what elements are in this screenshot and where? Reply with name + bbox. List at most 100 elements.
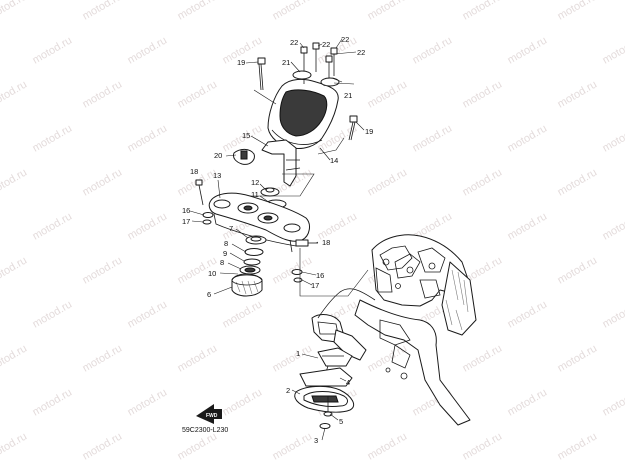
- watermark-text: motod.ru: [411, 34, 455, 66]
- callout-21: 21: [282, 58, 290, 67]
- bearing-stack: [231, 235, 267, 297]
- watermark-text: motod.ru: [0, 166, 29, 198]
- watermark-text: motod.ru: [31, 122, 75, 154]
- callout-22: 22: [322, 40, 330, 49]
- callout-7: 7: [229, 224, 233, 233]
- callout-3: 3: [314, 436, 318, 445]
- watermark-text: motod.ru: [126, 122, 170, 154]
- callout-10: 10: [208, 269, 216, 278]
- callout-9: 9: [223, 249, 227, 258]
- watermark-text: motod.ru: [461, 0, 505, 23]
- watermark-text: motod.ru: [81, 166, 125, 198]
- leader-lines: [189, 38, 365, 441]
- callout-19: 19: [365, 127, 373, 136]
- watermark-text: motod.ru: [506, 386, 550, 418]
- watermark-text: motod.ru: [126, 210, 170, 242]
- callout-17: 17: [182, 217, 190, 226]
- callout-19: 19: [237, 58, 245, 67]
- watermark-text: motod.ru: [366, 0, 410, 23]
- callout-16: 16: [316, 271, 324, 280]
- watermark-text: motod.ru: [461, 166, 505, 198]
- watermark-text: motod.ru: [556, 0, 600, 23]
- watermark-text: motod.ru: [601, 210, 625, 242]
- watermark-text: motod.ru: [176, 430, 220, 462]
- watermark-text: motod.ru: [601, 122, 625, 154]
- watermark-text: motod.ru: [81, 254, 125, 286]
- watermark-text: motod.ru: [556, 430, 600, 462]
- watermark-text: motod.ru: [31, 34, 75, 66]
- watermark-text: motod.ru: [81, 0, 125, 23]
- lower-plates: [294, 347, 355, 413]
- callout-16: 16: [182, 206, 190, 215]
- watermark-text: motod.ru: [461, 342, 505, 374]
- clamps-21: [292, 70, 340, 87]
- watermark-text: motod.ru: [221, 386, 265, 418]
- fwd-arrow-icon: FWD: [196, 404, 222, 424]
- diagram-code: 59C2300-L230: [182, 427, 228, 434]
- callouts: 22 22 22 22 19 21 21 19 15 20 14 13 12 1…: [182, 35, 373, 445]
- watermark-text: motod.ru: [0, 0, 29, 23]
- watermark-text: motod.ru: [81, 342, 125, 374]
- callout-4: 4: [346, 378, 350, 387]
- callout-22: 22: [290, 38, 298, 47]
- steering-cover: [267, 76, 339, 149]
- watermark-text: motod.ru: [126, 34, 170, 66]
- watermark-text: motod.ru: [176, 78, 220, 110]
- watermark-text: motod.ru: [81, 78, 125, 110]
- fasteners-left: [195, 179, 318, 283]
- watermark-text: motod.ru: [506, 298, 550, 330]
- watermark-text: motod.ru: [506, 210, 550, 242]
- callout-5: 5: [339, 417, 343, 426]
- watermark-text: motod.ru: [556, 254, 600, 286]
- watermark-text: motod.ru: [81, 430, 125, 462]
- callout-2: 2: [286, 386, 290, 395]
- callout-17: 17: [311, 281, 319, 290]
- watermark-text: motod.ru: [556, 78, 600, 110]
- callout-22: 22: [357, 48, 365, 57]
- watermark-text: motod.ru: [271, 0, 315, 23]
- upper-bracket-13: [208, 192, 310, 253]
- watermark-text: motod.ru: [126, 386, 170, 418]
- callout-6: 6: [207, 290, 211, 299]
- watermark-text: motod.ru: [461, 78, 505, 110]
- callout-21: 21: [344, 91, 352, 100]
- callout-14: 14: [330, 156, 338, 165]
- callout-18: 18: [190, 167, 198, 176]
- watermark-text: motod.ru: [31, 386, 75, 418]
- callout-13: 13: [213, 171, 221, 180]
- watermark-text: motod.ru: [0, 342, 29, 374]
- callout-20: 20: [214, 151, 222, 160]
- watermark-text: motod.ru: [31, 210, 75, 242]
- watermark-text: motod.ru: [221, 298, 265, 330]
- watermark-text: motod.ru: [601, 298, 625, 330]
- watermark-text: motod.ru: [601, 34, 625, 66]
- fwd-label: FWD: [206, 413, 218, 419]
- watermark-text: motod.ru: [176, 342, 220, 374]
- watermark-text: motod.ru: [176, 0, 220, 23]
- watermark-text: motod.ru: [366, 430, 410, 462]
- watermark-text: motod.ru: [0, 430, 29, 462]
- watermark-text: motod.ru: [0, 254, 29, 286]
- callout-18: 18: [322, 238, 330, 247]
- watermark-text: motod.ru: [506, 34, 550, 66]
- watermark-text: motod.ru: [366, 166, 410, 198]
- watermark-text: motod.ru: [366, 342, 410, 374]
- callout-22: 22: [341, 35, 349, 44]
- watermark-text: motod.ru: [366, 78, 410, 110]
- watermark-text: motod.ru: [556, 342, 600, 374]
- watermark-text: motod.ru: [556, 166, 600, 198]
- watermark-text: motod.ru: [271, 342, 315, 374]
- callout-8: 8: [220, 258, 224, 267]
- steering-frame: [311, 234, 477, 426]
- callout-8: 8: [224, 239, 228, 248]
- bolts-22: [300, 42, 338, 80]
- watermark-text: motod.ru: [461, 430, 505, 462]
- watermark-text: motod.ru: [411, 122, 455, 154]
- callout-1: 1: [296, 349, 300, 358]
- callout-12: 12: [251, 178, 259, 187]
- callout-15: 15: [242, 131, 250, 140]
- watermark-text: motod.ru: [271, 430, 315, 462]
- watermark-text: motod.ru: [601, 386, 625, 418]
- bolts-19: [257, 57, 358, 141]
